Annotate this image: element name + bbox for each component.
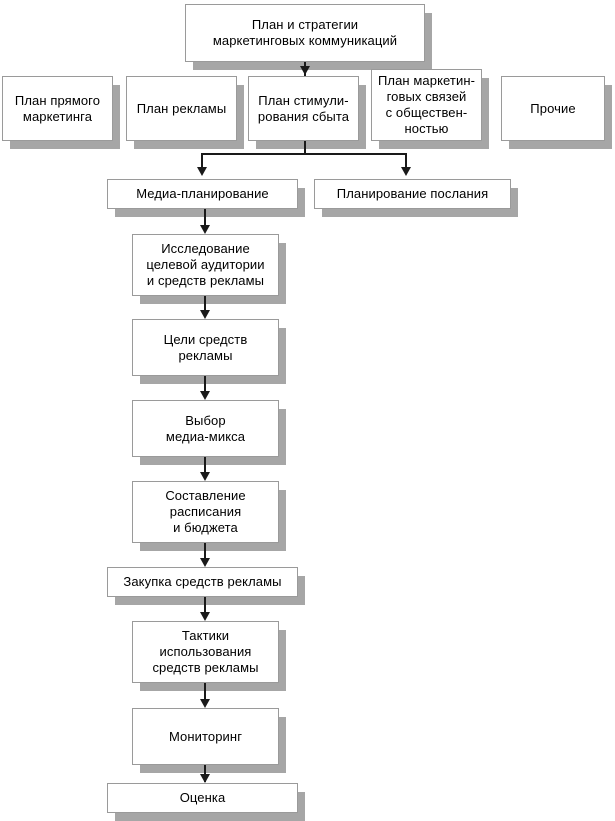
node-media-buying[interactable]: Закупка средств рекламы bbox=[107, 567, 298, 597]
node-media-mix-label: Выбор медиа-микса bbox=[165, 412, 246, 444]
edge-buying-to-tactics bbox=[204, 597, 206, 619]
edge-bus-to-media-planning bbox=[201, 153, 203, 171]
node-media-mix[interactable]: Выбор медиа-микса bbox=[132, 400, 279, 457]
node-plan-public-relations-label: План маркетин- говых связей с обществен-… bbox=[377, 73, 476, 136]
node-plan-sales-promotion-label: План стимули- рования сбыта bbox=[257, 92, 350, 124]
node-plan-other[interactable]: Прочие bbox=[501, 76, 605, 141]
node-root[interactable]: План и стратегии маркетинговых коммуника… bbox=[185, 4, 425, 62]
node-media-objectives-label: Цели средств рекламы bbox=[163, 331, 248, 363]
edge-mix-to-schedule bbox=[204, 457, 206, 479]
node-research-audience-label: Исследование целевой аудитории и средств… bbox=[146, 241, 265, 288]
arrowhead-message-planning bbox=[401, 167, 411, 176]
node-media-tactics[interactable]: Тактики использования средств рекламы bbox=[132, 621, 279, 683]
node-monitoring-label: Мониторинг bbox=[168, 728, 243, 744]
edge-sales-promotion-stem bbox=[304, 141, 306, 154]
edge-schedule-to-buying bbox=[204, 543, 206, 565]
node-plan-other-label: Прочие bbox=[530, 100, 576, 116]
edge-sales-promotion-bus bbox=[202, 153, 407, 155]
edge-tactics-to-monitoring bbox=[204, 683, 206, 706]
arrowhead-media-planning bbox=[197, 167, 207, 176]
edge-bus-to-message-planning bbox=[405, 153, 407, 171]
node-root-label: План и стратегии маркетинговых коммуника… bbox=[212, 17, 398, 48]
node-media-tactics-label: Тактики использования средств рекламы bbox=[152, 628, 259, 675]
node-evaluation-label: Оценка bbox=[179, 790, 226, 805]
arrowhead-research-audience bbox=[200, 225, 210, 234]
node-research-audience[interactable]: Исследование целевой аудитории и средств… bbox=[132, 234, 279, 296]
node-evaluation[interactable]: Оценка bbox=[107, 783, 298, 813]
edge-research-to-objectives bbox=[204, 296, 206, 317]
node-plan-sales-promotion[interactable]: План стимули- рования сбыта bbox=[248, 76, 359, 141]
node-plan-direct-marketing-label: План прямого маркетинга bbox=[14, 92, 101, 124]
node-schedule-budget-label: Составление расписания и бюджета bbox=[165, 488, 246, 535]
node-plan-advertising[interactable]: План рекламы bbox=[126, 76, 237, 141]
node-plan-direct-marketing[interactable]: План прямого маркетинга bbox=[2, 76, 113, 141]
arrowhead-media-tactics bbox=[200, 612, 210, 621]
arrowhead-monitoring bbox=[200, 699, 210, 708]
edge-monitoring-to-evaluation bbox=[204, 765, 206, 782]
node-plan-public-relations[interactable]: План маркетин- говых связей с обществен-… bbox=[371, 69, 482, 141]
node-message-planning[interactable]: Планирование послания bbox=[314, 179, 511, 209]
arrowhead-media-objectives bbox=[200, 310, 210, 319]
node-message-planning-label: Планирование послания bbox=[336, 186, 489, 201]
arrowhead-media-mix bbox=[200, 391, 210, 400]
node-plan-advertising-label: План рекламы bbox=[136, 100, 227, 116]
arrowhead-root-to-sales-promotion bbox=[300, 66, 310, 75]
node-media-planning-label: Медиа-планирование bbox=[136, 186, 269, 201]
arrowhead-evaluation bbox=[200, 774, 210, 783]
edge-objectives-to-mix bbox=[204, 376, 206, 398]
node-schedule-budget[interactable]: Составление расписания и бюджета bbox=[132, 481, 279, 543]
edge-media-planning-to-research bbox=[204, 209, 206, 232]
node-monitoring[interactable]: Мониторинг bbox=[132, 708, 279, 765]
arrowhead-schedule-budget bbox=[200, 472, 210, 481]
node-media-objectives[interactable]: Цели средств рекламы bbox=[132, 319, 279, 376]
node-media-planning[interactable]: Медиа-планирование bbox=[107, 179, 298, 209]
node-media-buying-label: Закупка средств рекламы bbox=[123, 574, 282, 589]
arrowhead-media-buying bbox=[200, 558, 210, 567]
